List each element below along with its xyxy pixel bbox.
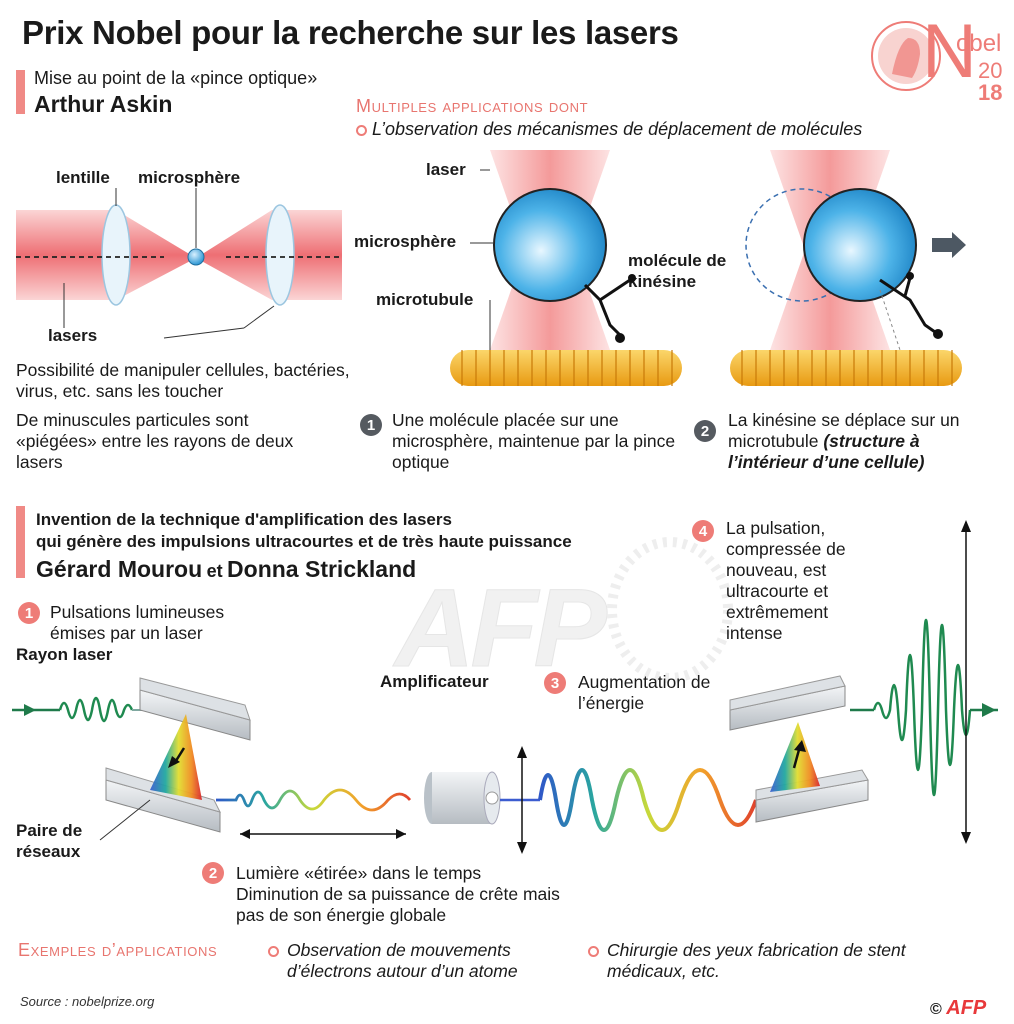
kinesin-diagram-1 (450, 150, 682, 386)
section2-laureates: Gérard Mourou et Donna Strickland (36, 556, 416, 583)
microsphere-label-left: microsphère (138, 168, 241, 187)
section1-text-trapped: De minuscules particules sont «piégées» … (16, 410, 294, 472)
section1-subtitle: Mise au point de la «pince optique» (34, 68, 318, 88)
section2-accent-bar (16, 506, 25, 578)
laureate-mourou: Gérard Mourou (36, 556, 203, 582)
nobel-year-top: 20 (978, 58, 1003, 83)
step2-badge: 2 (694, 420, 716, 442)
laureate-strickland: Donna Strickland (227, 556, 417, 582)
nobel-year-bottom: 18 (978, 80, 1003, 105)
nobel-word: obel (956, 30, 1002, 57)
step1-text: Une molécule placée sur une microsphère,… (392, 410, 676, 472)
nobel-logo: N obel 20 18 (868, 9, 1008, 105)
application-bullet (356, 125, 367, 136)
example2-text: Chirurgie des yeux fabrication de stent … (607, 940, 906, 981)
amplifier-label: Amplificateur (380, 672, 489, 691)
mourou-step3-badge: 3 (544, 672, 566, 694)
afp-logo: AFP (946, 997, 987, 1019)
mourou-step4-badge: 4 (692, 520, 714, 542)
application-item: L’observation des mécanismes de déplacem… (372, 119, 863, 139)
section1-text-manipulate: Possibilité de manipuler cellules, bacté… (16, 360, 350, 401)
kinesin-label: molécule de kinésine (628, 251, 727, 291)
step2-text: La kinésine se déplace sur un microtubul… (728, 410, 998, 473)
nobel-big-n: N (922, 9, 977, 94)
mourou-step2-badge: 2 (202, 862, 224, 884)
section2-subtitle-2: qui génère des impulsions ultracourtes e… (36, 532, 572, 551)
gratings-label: Paire de réseaux (16, 821, 83, 861)
microtubule-label: microtubule (376, 290, 474, 309)
example1-bullet (268, 946, 279, 957)
step1-badge: 1 (360, 414, 382, 436)
copyright-symbol: © (930, 1001, 942, 1018)
microsphere-label: microsphère (354, 232, 457, 251)
example2-bullet (588, 946, 599, 957)
lens-label: lentille (56, 168, 110, 187)
laureates-conj: et (206, 561, 223, 581)
section2-subtitle-1: Invention de la technique d'amplificatio… (36, 510, 452, 529)
mourou-step3-text: Augmentation de l’énergie (578, 672, 711, 713)
optical-tweezers-diagram (16, 188, 342, 339)
rayon-laser-label: Rayon laser (16, 645, 113, 664)
step2-text-plain: La kinésine se déplace sur un microtubul… (728, 410, 960, 451)
watermark-globe (607, 537, 733, 683)
examples-header: Exemples d’applications (18, 940, 218, 960)
mourou-step1-text: Pulsations lumineuses émises par un lase… (50, 602, 225, 643)
applications-header: Multiples applications dont (356, 96, 589, 116)
section1-accent-bar (16, 70, 25, 114)
laser-label: laser (426, 160, 466, 179)
mourou-step1-badge: 1 (18, 602, 40, 624)
mourou-step2-text: Lumière «étirée» dans le temps Diminutio… (236, 863, 560, 925)
cpa-diagram (12, 520, 998, 854)
kinesin-diagram-2 (730, 150, 966, 386)
source-credit: Source : nobelprize.org (20, 994, 155, 1009)
lasers-label: lasers (48, 326, 98, 345)
mourou-step4-text: La pulsation, compressée de nouveau, est… (726, 518, 846, 643)
step2-text-italic: (structure à l’intérieur d’une cellule) (728, 431, 925, 472)
page-title: Prix Nobel pour la recherche sur les las… (22, 14, 679, 51)
afp-watermark: AFP (395, 567, 608, 691)
section1-laureate: Arthur Askin (34, 91, 173, 117)
afp-copyright: © AFP (930, 997, 986, 1020)
example1-text: Observation de mouvements d’électrons au… (287, 940, 518, 981)
